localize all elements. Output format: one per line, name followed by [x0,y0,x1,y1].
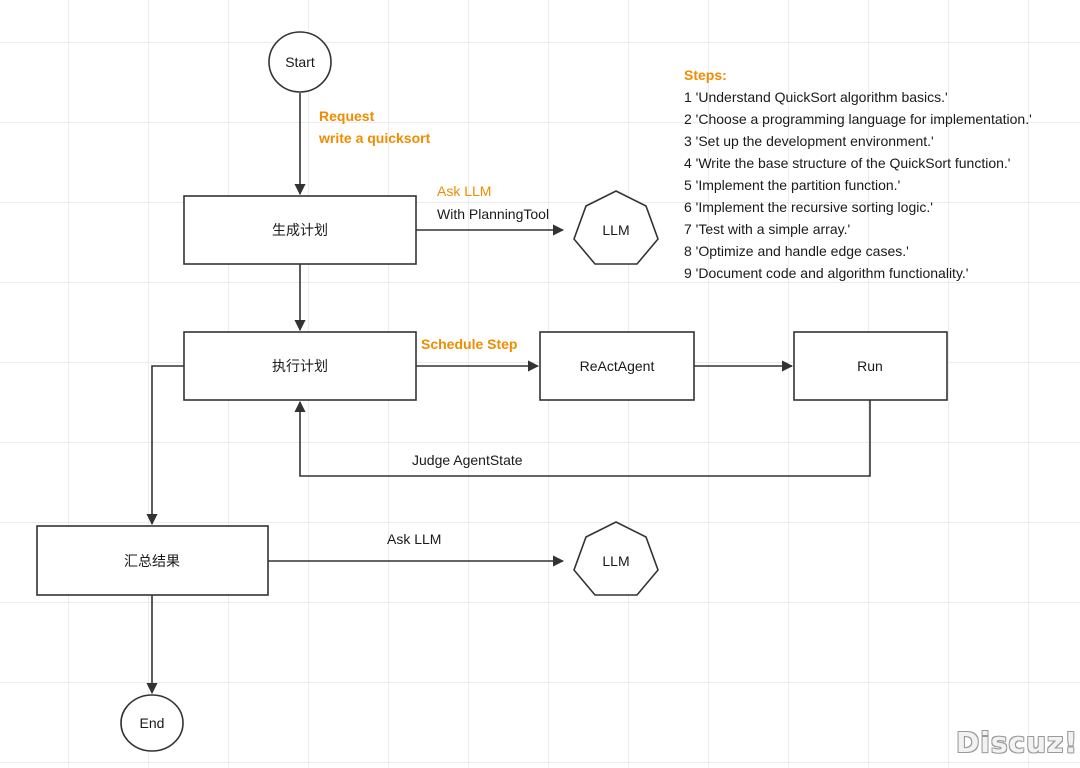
step-item: 5 'Implement the partition function.' [684,177,901,193]
llm-node-top [573,190,659,265]
run-node [793,331,948,401]
summarize-node [36,525,269,596]
start-node [268,31,332,93]
start-label: Start [285,54,315,70]
judge-agent-state-label: Judge AgentState [412,452,523,468]
request-detail-label: write a quicksort [319,130,431,146]
step-item: 9 'Document code and algorithm functiona… [684,265,969,281]
end-node [120,694,184,752]
steps-title: Steps: [684,67,727,83]
edge-execute-plan-to-summarize [146,365,184,526]
end-label: End [140,715,165,731]
step-item: 6 'Implement the recursive sorting logic… [684,199,933,215]
edge-run-to-execute-plan-loop [294,400,871,477]
schedule-step-label: Schedule Step [421,336,518,352]
ask-llm-bottom-label: Ask LLM [387,531,442,547]
execute-plan-node [183,331,417,401]
step-item: 2 'Choose a programming language for imp… [684,111,1032,127]
run-label: Run [857,358,883,374]
ask-llm-top-label: Ask LLM [437,183,492,199]
summarize-label: 汇总结果 [124,553,180,569]
generate-plan-label: 生成计划 [272,222,328,238]
step-item: 4 'Write the base structure of the Quick… [684,155,1011,171]
llm-node-bottom [573,521,659,596]
request-label: Request [319,108,375,124]
with-planning-tool-label: With PlanningTool [437,206,550,222]
step-item: 7 'Test with a simple array.' [684,221,851,237]
generate-plan-node [183,195,417,265]
step-item: 8 'Optimize and handle edge cases.' [684,243,909,259]
execute-plan-label: 执行计划 [272,358,328,374]
llm-top-label: LLM [602,222,629,238]
discuz-watermark: Discuz! [956,726,1079,759]
react-agent-label: ReActAgent [580,358,655,374]
step-item: 1 'Understand QuickSort algorithm basics… [684,89,948,105]
llm-bottom-label: LLM [602,553,629,569]
step-item: 3 'Set up the development environment.' [684,133,934,149]
react-agent-node [539,331,695,401]
steps-panel: Steps: 1 'Understand QuickSort algorithm… [684,64,1032,284]
